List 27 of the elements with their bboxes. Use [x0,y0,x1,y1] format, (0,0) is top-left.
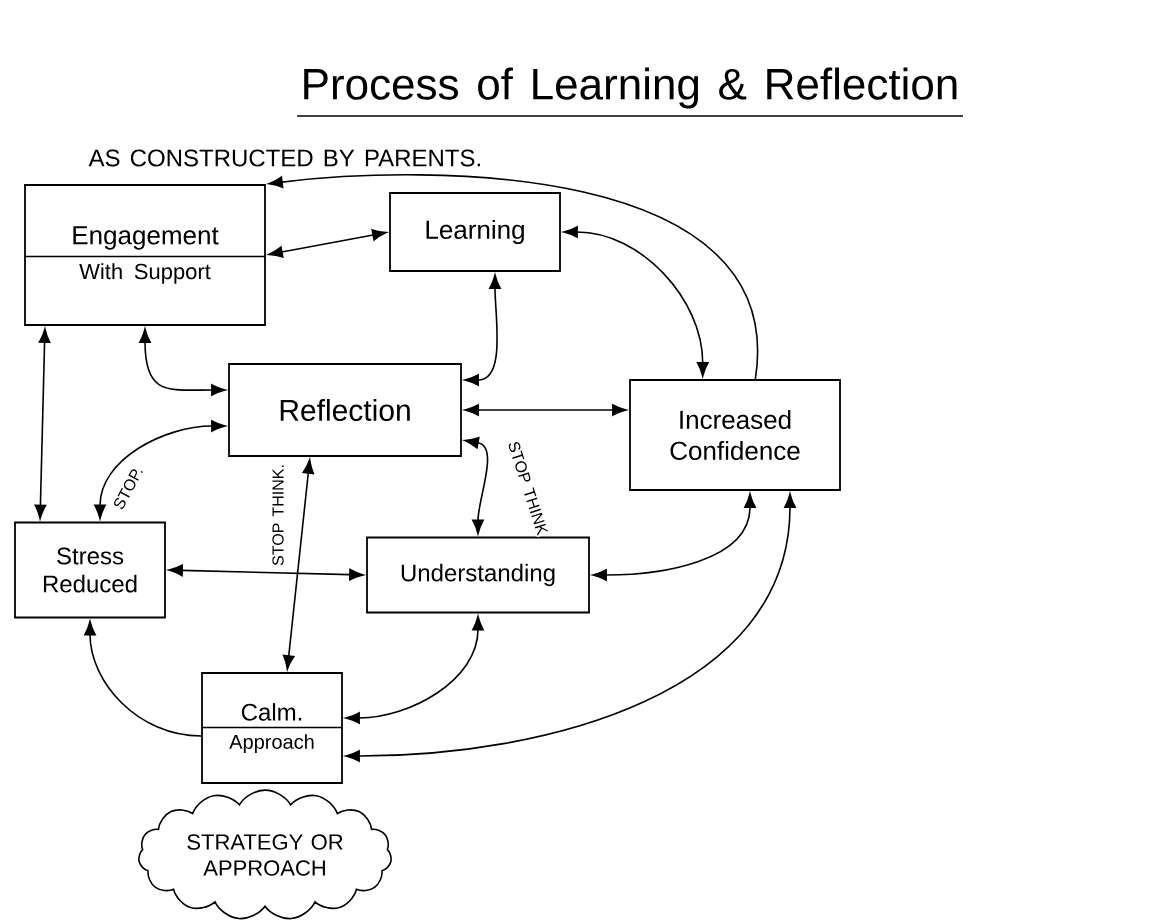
arrow [464,437,489,535]
process-box: Calm. Approach [201,672,343,784]
arrow [34,328,51,520]
subtitle: AS CONSTRUCTED BY PARENTS. [88,149,480,167]
process-box: Engagement With Support [24,184,266,326]
title: Process of Learning & Reflection [296,67,964,117]
arrow [268,174,757,380]
arrow [94,420,226,520]
arrow [592,493,756,581]
edge-label: STOP THINK [506,438,550,538]
edge-label: STOP THINK. [271,463,285,567]
arrow [563,226,709,377]
process-box: Learning [389,192,561,272]
arrow [268,229,387,258]
process-box: Understanding [366,536,590,614]
arrow [345,493,796,762]
arrow [168,564,364,581]
arrow [139,328,226,396]
arrow [282,459,315,670]
arrow [464,274,501,386]
strategy-cloud: STRATEGY OR APPROACH [138,789,392,920]
arrow [464,404,627,416]
process-box: Increased Confidence [629,379,841,491]
arrow [345,615,484,724]
process-box: Reflection [228,363,462,457]
process-box: Stress Reduced [14,521,166,619]
arrow [84,620,202,737]
